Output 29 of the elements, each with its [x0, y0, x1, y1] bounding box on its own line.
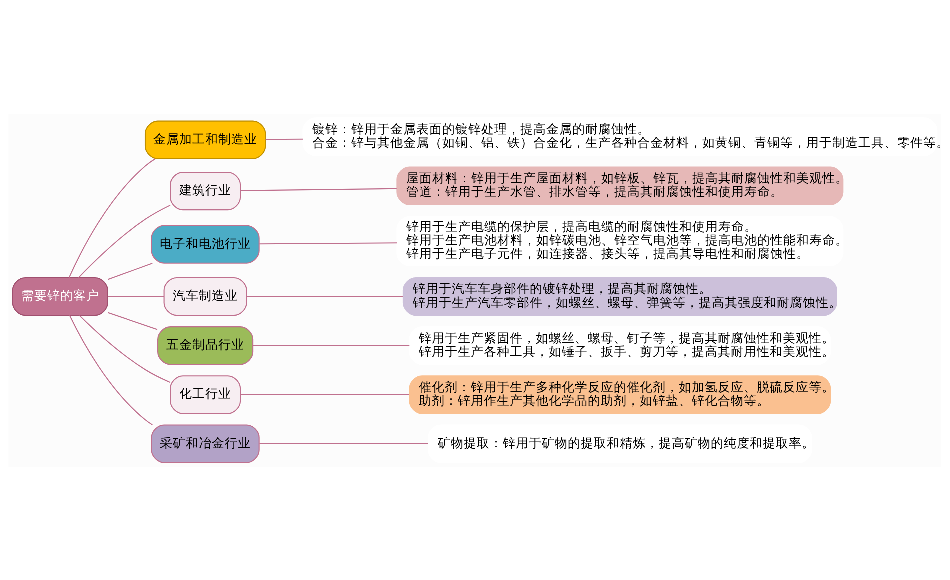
connector	[240, 394, 410, 395]
node-box: 锌用于汽车车身部件的镀锌处理，提高其耐腐蚀性。 锌用于生产汽车零部件，如螺丝、螺母、弹簧等，提高其强度和耐腐蚀性。	[402, 276, 838, 316]
connector	[266, 138, 304, 140]
connector	[240, 188, 397, 191]
connector	[108, 262, 153, 280]
connector	[260, 443, 428, 444]
node-box: 屋面材料：锌用于生产屋面材料，如锌板、锌瓦，提高其耐腐蚀性和美观性。 管道：锌用于生产水管、排水管等，提高其耐腐蚀性和使用寿命。	[396, 166, 844, 205]
connector	[108, 312, 158, 330]
node-box: 催化剂：锌用于生产多种化学反应的催化剂，如加氢反应、脱硫反应等。 助剂：锌用作生产其他化学品的助剂，如锌盐、锌化合物等。	[409, 375, 832, 414]
node-box: 金属加工和制造业	[144, 120, 266, 159]
node-text: 镀锌：锌用于金属表面的镀锌处理，提高金属的耐腐蚀性。 合金：锌与其他金属（如铜、铝、铁）合金化，生产各种合金材料，如黄铜、青铜等，用于制造工具、零件等。	[312, 120, 950, 150]
connector	[78, 204, 171, 278]
connector	[246, 296, 403, 297]
node-box: 电子和电池行业	[151, 224, 260, 264]
connector	[68, 158, 156, 278]
node-text: 锌用于生产紧固件，如螺丝、螺母、钉子等，提高其耐腐蚀性和美观性。 锌用于生产各种工具，如锤子、扳手、剪刀等，提高其耐用性和美观性。	[419, 330, 836, 358]
node-box: 汽车制造业	[164, 276, 248, 316]
node-box: 需要锌的客户	[12, 276, 108, 316]
node-box: 五金制品行业	[158, 326, 254, 365]
node-box: 建筑行业	[170, 171, 242, 210]
node-box: 采矿和冶金行业	[151, 424, 260, 463]
connector	[108, 296, 164, 297]
connector	[253, 344, 410, 346]
connector	[69, 314, 153, 425]
node-box: 化工行业	[170, 375, 242, 414]
node-text: 矿物提取：锌用于矿物的提取和精炼，提高矿物的纯度和提取率。	[438, 434, 815, 450]
node-text: 锌用于生产电缆的保护层，提高电缆的耐腐蚀性和使用寿命。 锌用于生产电池材料，如锌碳电池、锌空气电池等，提高电池的性能和寿命。 锌用于生产电子元件，如连接器、接头等，提高其导电性和耐腐蚀性。	[406, 218, 849, 261]
connector	[260, 242, 398, 244]
connector	[79, 314, 171, 383]
